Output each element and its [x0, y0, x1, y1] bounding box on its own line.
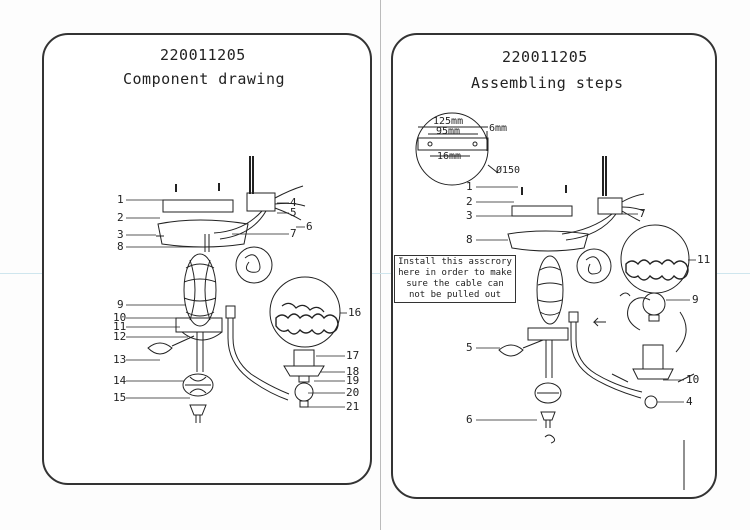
left-leader-lines [126, 199, 347, 408]
right-mounting-bracket-detail [415, 112, 499, 186]
step-label-2: 2 [466, 195, 473, 208]
label-14: 14 [113, 374, 127, 387]
label-9: 9 [117, 298, 124, 311]
label-7: 7 [290, 227, 297, 240]
right-product-code: 220011205 [502, 48, 588, 66]
label-11: 11 [113, 320, 127, 333]
label-5: 5 [290, 206, 297, 219]
label-1: 1 [117, 193, 124, 206]
step-label-6: 6 [466, 413, 473, 426]
dim-125mm: 125mm [433, 116, 464, 127]
page-fold-line [380, 0, 381, 530]
left-title: Component drawing [123, 70, 286, 88]
label-19: 19 [346, 374, 360, 387]
label-8: 8 [117, 240, 124, 253]
step-label-11: 11 [697, 253, 711, 266]
label-2: 2 [117, 211, 124, 224]
note-line-2: here in order to make [398, 268, 512, 278]
step-label-9: 9 [692, 293, 699, 306]
step-label-7: 7 [639, 207, 646, 220]
right-lamp-assembly [498, 156, 695, 490]
step-label-3: 3 [466, 209, 473, 222]
scan-line [0, 273, 750, 274]
component-drawing-panel [42, 33, 372, 485]
label-13: 13 [113, 353, 127, 366]
step-label-5: 5 [466, 341, 473, 354]
note-line-3: sure the cable can [406, 279, 504, 289]
left-product-code: 220011205 [160, 46, 246, 64]
step-label-10: 10 [686, 373, 700, 386]
label-20: 20 [346, 386, 360, 399]
label-17: 17 [346, 349, 360, 362]
cable-note-box: Install this asscrory here in order to m… [394, 255, 516, 303]
label-3: 3 [117, 228, 124, 241]
dim-150: Ø150 [496, 165, 521, 176]
label-21: 21 [346, 400, 360, 413]
dim-95mm: 95mm [436, 126, 461, 137]
label-6: 6 [306, 220, 313, 233]
label-18: 18 [346, 365, 360, 378]
label-15: 15 [113, 391, 127, 404]
note-line-4: not be pulled out [408, 290, 502, 300]
step-label-8: 8 [466, 233, 473, 246]
label-16: 16 [348, 306, 362, 319]
step-label-4: 4 [686, 395, 693, 408]
right-title: Assembling steps [471, 74, 624, 92]
label-4: 4 [290, 196, 297, 209]
right-leader-lines [476, 186, 696, 421]
label-10: 10 [113, 311, 127, 324]
step-label-1: 1 [466, 180, 473, 193]
note-line-1: Install this asscrory [398, 257, 512, 267]
dim-6mm: 6mm [489, 123, 508, 134]
label-12: 12 [113, 330, 127, 343]
left-lamp-assembly [147, 156, 341, 423]
dim-16mm: 16mm [437, 151, 462, 162]
